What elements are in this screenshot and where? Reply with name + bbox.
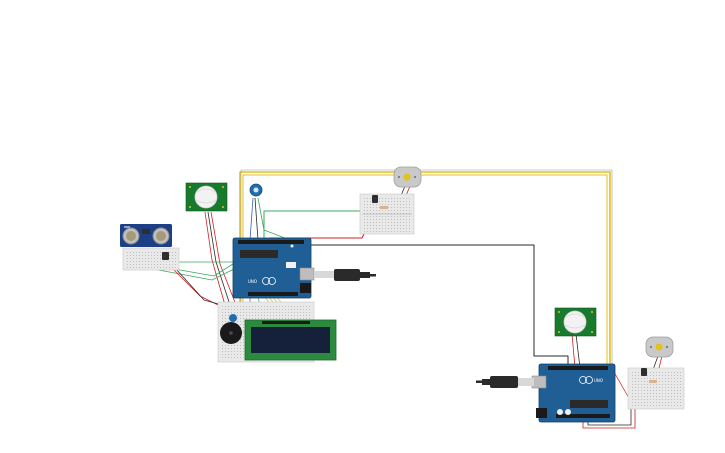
wire-pot-1[interactable] <box>254 197 259 241</box>
wire-pir-3[interactable] <box>210 211 237 306</box>
dc-motor-second[interactable] <box>645 336 674 358</box>
ultrasonic-sensor[interactable] <box>120 224 172 247</box>
arduino-second-power-jack <box>536 408 547 418</box>
dc-motor-top[interactable] <box>393 166 422 188</box>
wire-black-long[interactable] <box>300 244 569 368</box>
arduino-main[interactable]: UNO <box>232 237 315 299</box>
wire-pir-1[interactable] <box>204 211 226 306</box>
arduino-second-header-top <box>548 366 608 370</box>
arduino-main-usb-port <box>299 267 315 281</box>
resistor-top[interactable] <box>380 206 388 209</box>
breadboard-left[interactable] <box>122 247 180 271</box>
breadboard-top[interactable] <box>359 193 415 235</box>
arduino-main-header-bottom <box>248 292 298 296</box>
arduino-main-header-top <box>238 240 304 244</box>
wire-pot-3[interactable] <box>249 197 254 241</box>
arduino-second-logo: UNO <box>594 378 603 383</box>
arduino-second-header-bottom <box>556 414 610 418</box>
pir-sensor-main[interactable] <box>185 182 228 212</box>
arduino-second-usb-port <box>531 375 547 389</box>
piezo-buzzer[interactable] <box>220 322 242 344</box>
potentiometer-small[interactable] <box>229 314 237 322</box>
potentiometer[interactable] <box>249 183 263 197</box>
resistor-second[interactable] <box>649 380 657 383</box>
transistor-second[interactable] <box>641 368 647 376</box>
usb-cable-main[interactable] <box>314 269 376 281</box>
wire-pir2-1[interactable] <box>571 333 576 369</box>
arduino-second[interactable]: UNO <box>531 363 616 423</box>
arduino-main-chip <box>240 250 278 258</box>
arduino-second-chip <box>570 400 608 408</box>
wire-pot-2[interactable] <box>257 197 291 241</box>
wire-us-4[interactable] <box>165 257 223 306</box>
arduino-main-logo: UNO <box>248 279 257 284</box>
pir-sensor-second[interactable] <box>554 307 597 337</box>
lcd-display[interactable] <box>244 319 337 361</box>
arduino-main-power-jack <box>300 283 311 293</box>
lcd-screen <box>251 327 330 353</box>
usb-cable-second[interactable] <box>476 376 534 388</box>
wire-pir2-2[interactable] <box>575 333 581 369</box>
transistor-top[interactable] <box>372 195 378 203</box>
ultrasonic-pin-block <box>162 252 169 260</box>
